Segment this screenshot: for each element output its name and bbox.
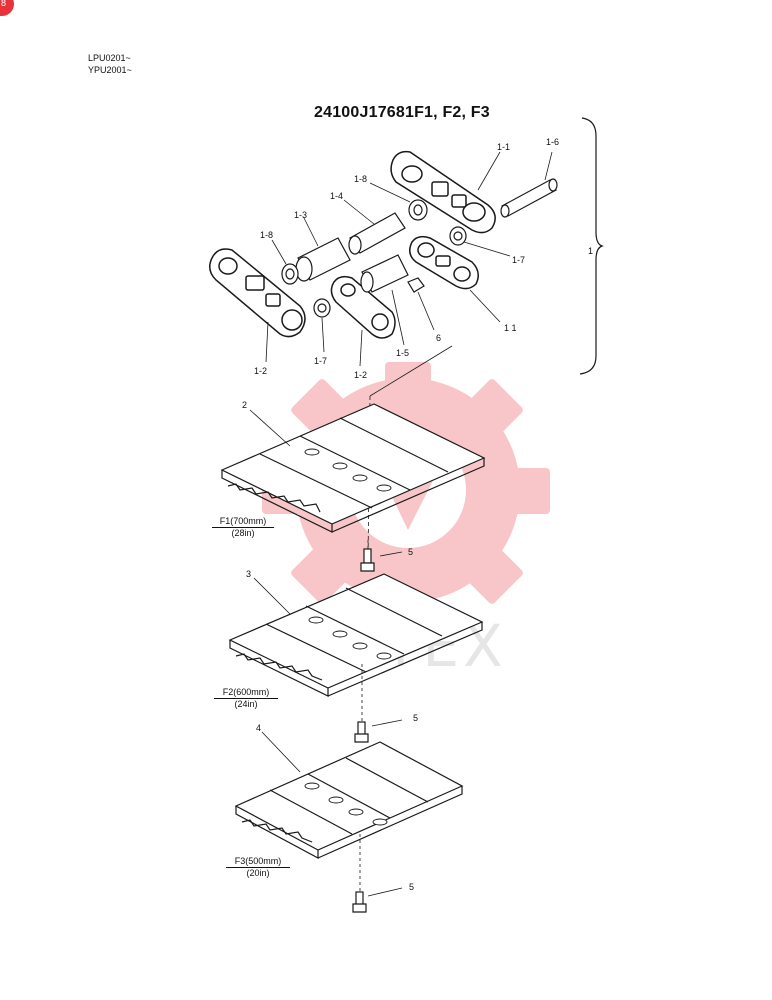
pin-1-6 <box>500 178 558 218</box>
shoe-size-f1: F1(700mm) (28in) <box>212 516 274 539</box>
shoe-plate-f1-holes <box>304 448 392 492</box>
link-11 <box>409 235 479 290</box>
callout-1-5: 1-5 <box>396 348 410 358</box>
assembly-brace <box>579 117 604 375</box>
badge-number: 8 <box>1 0 7 8</box>
page-title: 24100J17681F1, F2, F3 <box>314 104 490 121</box>
shoe-plate-f3-holes <box>304 782 388 826</box>
bolt-5-upper <box>360 548 375 572</box>
callout-1-4: 1-4 <box>330 191 344 201</box>
callout-1-8-lower: 1-8 <box>260 230 274 240</box>
callout-1-2-center: 1-2 <box>354 370 368 380</box>
shoe-size-metric: F2(600mm) <box>214 687 278 699</box>
callout-1: 1 <box>588 246 594 256</box>
shoe-size-inch: (24in) <box>234 699 258 709</box>
callout-1-2: 1-2 <box>254 366 268 376</box>
bushing-1-3 <box>295 237 351 282</box>
callout-1-3: 1-3 <box>294 210 308 220</box>
shoe-size-inch: (28in) <box>231 528 255 538</box>
seal-1-8 <box>408 199 428 221</box>
serial-line: YPU2001~ <box>88 65 132 75</box>
shoe-size-inch: (20in) <box>246 868 270 878</box>
callout-11: 1 1 <box>504 323 517 333</box>
callout-5: 5 <box>408 547 414 557</box>
callout-1-1: 1-1 <box>497 142 511 152</box>
callout-2: 2 <box>242 400 248 410</box>
shoe-size-f2: F2(600mm) (24in) <box>214 687 278 710</box>
callout-1-6: 1-6 <box>546 137 560 147</box>
callout-3: 3 <box>246 569 252 579</box>
callout-1-7-lower: 1-7 <box>314 356 328 366</box>
nut-6 <box>407 277 425 293</box>
shoe-size-metric: F1(700mm) <box>212 516 274 528</box>
serial-line: LPU0201~ <box>88 53 131 63</box>
bolt-5-lower <box>352 891 367 913</box>
bolt-5-middle <box>354 721 369 743</box>
bushing-1-4 <box>348 212 406 255</box>
callout-5-lower: 5 <box>409 882 415 892</box>
callout-4: 4 <box>256 723 262 733</box>
callout-5-middle: 5 <box>413 713 419 723</box>
spacer-1-7-lower <box>313 298 331 318</box>
link-1-2-center <box>330 275 396 339</box>
shoe-plate-f1 <box>220 403 486 533</box>
shoe-plate-f2 <box>228 573 484 697</box>
callout-1-8: 1-8 <box>354 174 368 184</box>
shoe-size-metric: F3(500mm) <box>226 856 290 868</box>
shoe-plate-f3 <box>234 741 464 860</box>
spacer-1-7 <box>449 226 467 246</box>
bushing-1-5 <box>360 254 409 293</box>
callout-1-7: 1-7 <box>512 255 526 265</box>
link-1-1 <box>390 150 496 234</box>
callout-6: 6 <box>436 333 442 343</box>
link-1-2-left <box>209 248 306 338</box>
page-badge: 8 <box>0 0 14 16</box>
serial-range: LPU0201~ YPU2001~ <box>88 52 132 76</box>
shoe-plate-f2-holes <box>308 616 392 660</box>
shoe-size-f3: F3(500mm) (20in) <box>226 856 290 879</box>
seal-1-8-lower <box>281 263 299 285</box>
